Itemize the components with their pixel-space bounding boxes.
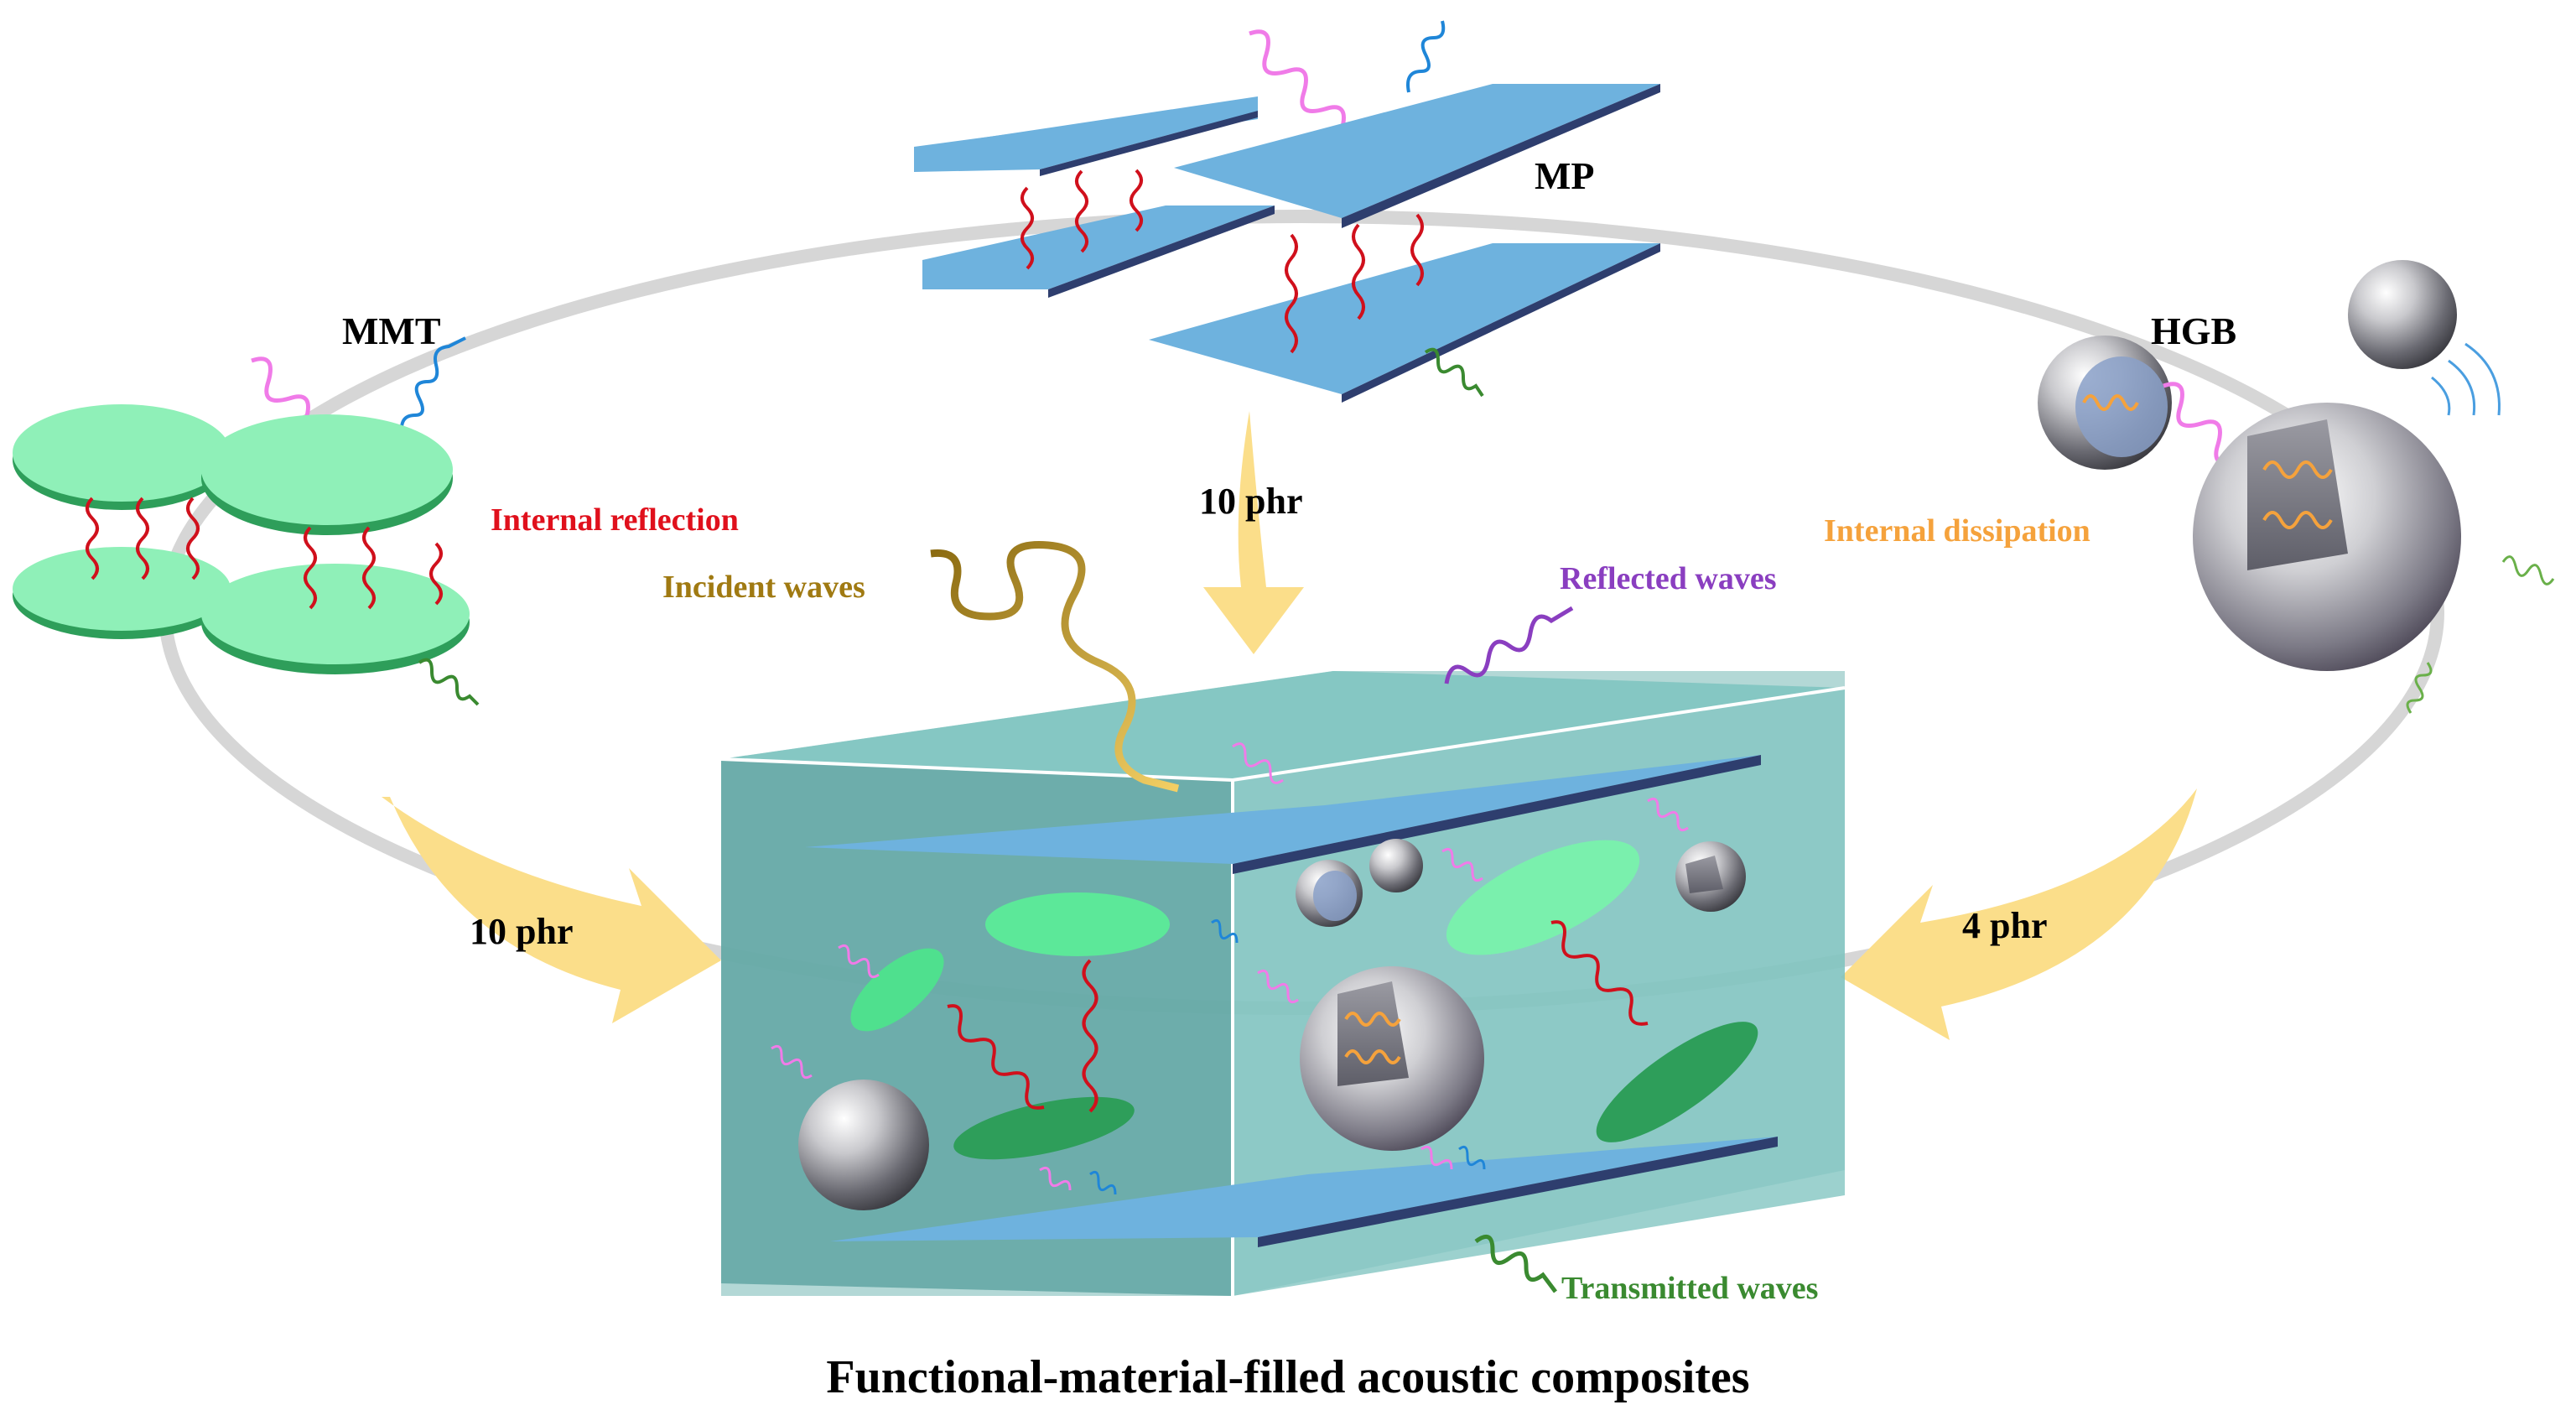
mmt-disc (201, 414, 453, 535)
composite-disc (1446, 840, 1640, 955)
transmitted-waves-label: Transmitted waves (1561, 1271, 1818, 1306)
reflected-wave (1444, 606, 1574, 684)
mp-plate (914, 101, 1258, 172)
composite-sphere (798, 1080, 929, 1210)
mmt-disc (13, 404, 231, 510)
composite-cut-sphere (1675, 841, 1746, 912)
hgb-sphere (2348, 260, 2457, 369)
composite-pink-waves (771, 742, 1689, 1191)
internal-reflection-label: Internal reflection (491, 502, 739, 538)
hgb-arrow (1841, 788, 2197, 1040)
hgb-transmitted-wave (2501, 555, 2555, 585)
composite-sphere (1369, 839, 1423, 892)
hgb-sound-arcs (2431, 342, 2501, 416)
caption: Functional-material-filled acoustic comp… (826, 1351, 1749, 1403)
composite-disc (850, 948, 944, 1032)
composite-large-cut-sphere (1300, 966, 1484, 1151)
composite-disc (1596, 1022, 1758, 1142)
composite-disc (953, 1096, 1135, 1160)
composite-plate (830, 1137, 1778, 1241)
mp-plate (1149, 243, 1660, 394)
mp-arrow (1203, 411, 1304, 654)
incident-wave (930, 541, 1180, 793)
mp-label: MP (1535, 154, 1595, 197)
hgb-amount-label: 4 phr (1962, 905, 2047, 946)
composite-cut-sphere (1296, 860, 1363, 927)
mp-plate (1174, 84, 1660, 218)
hgb-label: HGB (2151, 310, 2236, 352)
hgb-transmitted-wave (2406, 662, 2433, 714)
hgb-large-sphere (2193, 403, 2461, 671)
mmt-disc (201, 564, 470, 674)
composite-disc (985, 892, 1170, 956)
hgb-group: HGB Internal dissipation (1824, 260, 2555, 714)
mmt-group: MMT Internal reflection (13, 310, 739, 706)
mp-reflected-wave (1406, 20, 1446, 93)
mp-reflection-waves (1021, 169, 1424, 354)
mp-amount-label: 10 phr (1199, 481, 1302, 522)
mp-plate (922, 206, 1275, 289)
composite-reflection-waves (947, 920, 1649, 1113)
composite-plate (805, 755, 1761, 864)
mmt-arrow (382, 797, 721, 1023)
mmt-transmitted-wave (418, 658, 480, 706)
hgb-cut-sphere (2038, 336, 2172, 470)
incident-waves-label: Incident waves (662, 570, 865, 605)
transmitted-wave (1474, 1234, 1557, 1293)
reflected-waves-label: Reflected waves (1560, 561, 1777, 596)
hgb-incident-wave (2163, 382, 2265, 472)
arrows (382, 411, 2197, 1040)
composite-top-face (721, 671, 1845, 780)
mp-incident-wave (1249, 29, 1360, 141)
mmt-disc (13, 547, 231, 639)
mmt-reflection-waves (86, 497, 443, 610)
mmt-amount-label: 10 phr (470, 911, 573, 952)
mp-group: MP (914, 20, 1660, 403)
internal-dissipation-label: Internal dissipation (1824, 513, 2090, 549)
composite-box (720, 671, 1846, 1296)
mmt-reflected-wave (400, 336, 466, 437)
composite-blue-waves (1089, 918, 1486, 1195)
mp-transmitted-wave (1424, 347, 1484, 398)
mmt-label: MMT (342, 310, 441, 352)
